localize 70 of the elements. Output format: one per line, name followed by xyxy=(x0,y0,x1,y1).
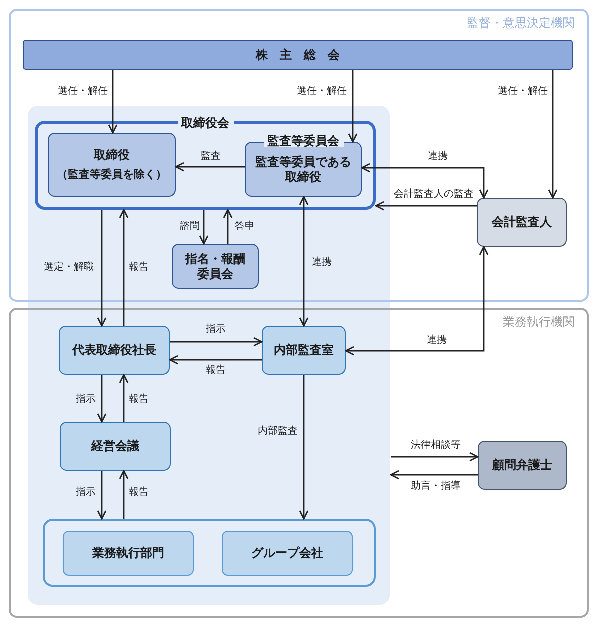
arrow xyxy=(119,374,129,422)
edge-label: 法律相談等 xyxy=(409,440,463,452)
double-arrow xyxy=(345,246,489,356)
panel-title: 監督・意思決定機関 xyxy=(467,16,575,30)
node-label: 指名・報酬委員会 xyxy=(184,252,246,282)
arrow xyxy=(199,210,209,245)
edge-label: 報告 xyxy=(127,394,151,406)
process-box xyxy=(63,531,194,576)
edge-label: 報告 xyxy=(127,487,151,499)
node-label: 株主総会 xyxy=(254,48,352,62)
edge-label: 連携 xyxy=(426,151,450,163)
edge-label: 諮問 xyxy=(178,221,202,233)
edge-label: 内部監査 xyxy=(256,426,300,438)
arrow xyxy=(391,452,479,462)
edge-label: 報告 xyxy=(204,365,228,377)
node-label: 内部監査室 xyxy=(274,343,334,358)
edge-label: 連携 xyxy=(425,335,449,347)
arrow xyxy=(548,70,558,199)
arrow xyxy=(348,70,358,143)
edge-label: 選任・解任 xyxy=(295,86,349,98)
process-box xyxy=(477,198,567,247)
node-label: 監査等委員である取締役 xyxy=(254,154,352,184)
edge-label: 指示 xyxy=(204,324,228,336)
node-label: 取締役 xyxy=(94,148,130,163)
arrow xyxy=(97,210,107,327)
arrow xyxy=(119,209,129,326)
arrow xyxy=(170,337,263,347)
arrow xyxy=(108,70,118,134)
arrow xyxy=(97,375,107,423)
edge-label: 指示 xyxy=(74,487,98,499)
section-panel xyxy=(9,308,589,618)
edge-label: 監査 xyxy=(199,151,223,163)
section-panel xyxy=(9,9,589,302)
node-label: （監査等委員を除く） xyxy=(57,167,167,182)
group-frame xyxy=(43,519,376,587)
edge-label: 選任・解任 xyxy=(496,86,550,98)
process-box xyxy=(478,441,567,490)
node-label: 経営会議 xyxy=(92,439,140,454)
arrow xyxy=(175,162,245,172)
node-label: グループ会社 xyxy=(252,546,324,561)
process-box xyxy=(48,133,176,197)
node-label: 代表取締役社長 xyxy=(72,343,156,358)
arrow xyxy=(390,470,478,480)
node-label: 顧問弁護士 xyxy=(492,458,552,473)
node-label: 会計監査人 xyxy=(492,215,552,230)
panel-title: 業務執行機関 xyxy=(503,315,575,329)
double-arrow xyxy=(299,196,309,327)
arrow xyxy=(375,201,477,211)
node-label: 業務執行部門 xyxy=(92,546,164,561)
arrow xyxy=(97,471,107,520)
group-title: 取締役会 xyxy=(178,116,234,128)
header-bar xyxy=(23,40,573,70)
process-box xyxy=(59,326,170,375)
edge-label: 選任・解任 xyxy=(56,86,110,98)
process-box xyxy=(222,531,353,576)
arrow xyxy=(119,470,129,519)
edge-label: 連携 xyxy=(310,257,334,269)
arrow xyxy=(299,375,309,520)
process-box xyxy=(172,244,259,289)
double-arrow xyxy=(361,163,489,199)
process-box xyxy=(262,326,346,375)
group-title: 監査等委員会 xyxy=(264,135,344,148)
edge-label: 助言・指導 xyxy=(409,481,463,493)
edge-label: 会計監査人の監査 xyxy=(392,189,476,201)
edge-label: 報告 xyxy=(127,262,151,274)
edge-label: 選定・解職 xyxy=(42,262,96,274)
process-box xyxy=(60,422,171,471)
arrow xyxy=(169,355,262,365)
edge-label: 指示 xyxy=(74,394,98,406)
arrow xyxy=(223,209,233,244)
